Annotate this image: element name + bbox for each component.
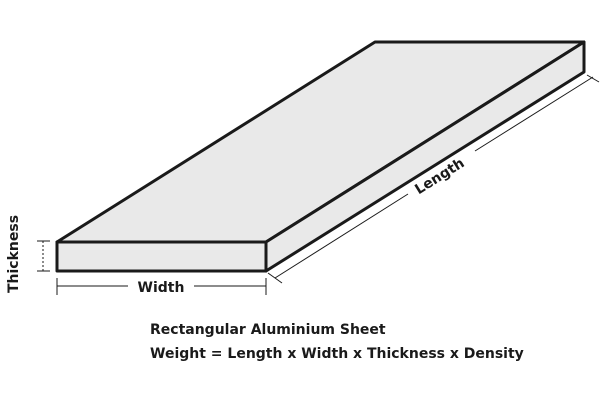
weight-formula: Weight = Length x Width x Thickness x De… (150, 346, 524, 362)
caption-title: Rectangular Aluminium Sheet (150, 322, 386, 338)
thickness-dimension (37, 240, 50, 272)
width-dimension (56, 278, 267, 295)
sheet-front-face (55, 240, 268, 273)
length-dimension (267, 74, 600, 284)
width-label: Width (138, 280, 185, 296)
thickness-label: Thickness (6, 215, 22, 293)
sheet-side-face (264, 40, 586, 273)
